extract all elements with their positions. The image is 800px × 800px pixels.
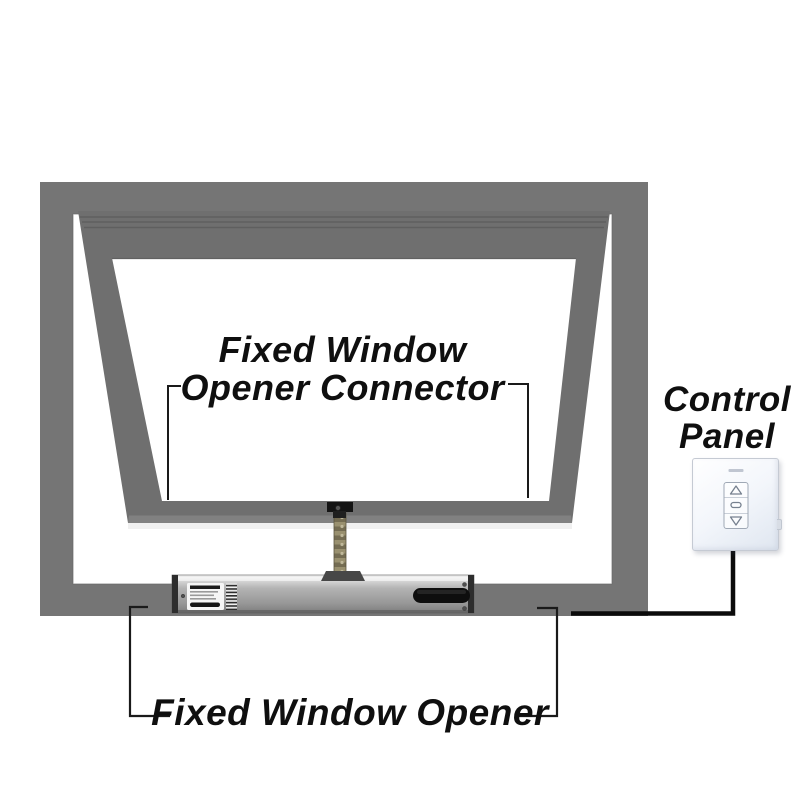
opener-label-text: Fixed Window Opener: [151, 692, 549, 733]
opener-chain: [333, 512, 347, 578]
sash-bottom-shadow: [128, 523, 572, 529]
connector-leader-right: [508, 383, 529, 498]
panel-side-tab: [777, 519, 782, 530]
chain-bracket-bolt: [335, 505, 341, 511]
connector-label-line1: Fixed Window: [218, 329, 467, 370]
control-panel-label-line2: Panel: [679, 417, 775, 456]
sash-hinge-lines: [80, 216, 608, 229]
opener-screw: [462, 606, 467, 611]
opener-screw: [462, 582, 467, 587]
triangle-down-icon: [729, 516, 742, 526]
sticker-text-line: [190, 591, 218, 593]
opener-screw: [180, 593, 186, 599]
sash-bottom-rail-highlight: [128, 515, 572, 523]
opener-leader-left: [128, 605, 170, 718]
close-button[interactable]: [724, 512, 747, 528]
sticker-pill: [190, 602, 220, 607]
open-button[interactable]: [724, 483, 747, 497]
chain-bracket-stem: [333, 511, 346, 518]
opener-end-cap-left: [172, 575, 178, 613]
sticker-text-line: [190, 594, 214, 597]
opener-end-cap-right: [468, 575, 474, 613]
control-panel-label: Control Panel: [641, 381, 800, 455]
opener-barcode: [226, 583, 237, 610]
control-wire: [571, 549, 736, 616]
chain-mount: [321, 571, 365, 581]
triangle-up-icon: [729, 485, 742, 495]
opener-label: Fixed Window Opener: [140, 693, 560, 733]
sticker-text-line: [190, 598, 216, 600]
control-panel-label-line1: Control: [663, 380, 791, 419]
connector-leader-left: [167, 385, 181, 500]
sticker-title-bar: [190, 585, 220, 589]
opener-bar-bottom-shade: [172, 610, 474, 613]
panel-brand-mark: [728, 469, 743, 472]
panel-button-group: [723, 482, 748, 529]
opener-leader-right: [518, 606, 559, 718]
window-sash: [78, 211, 610, 523]
control-panel-switch: [692, 458, 782, 551]
connector-label: Fixed Window Opener Connector: [145, 331, 540, 407]
connector-label-line2: Opener Connector: [180, 367, 505, 408]
stop-button[interactable]: [724, 497, 747, 512]
stop-rectangle-icon: [729, 502, 742, 509]
opener-slot-highlight: [417, 590, 466, 594]
